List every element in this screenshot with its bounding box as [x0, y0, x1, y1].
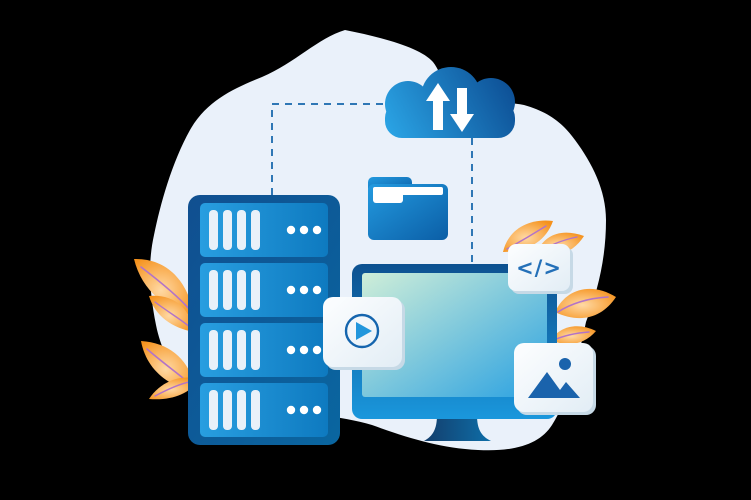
image-card [514, 343, 596, 415]
cloud-sync-icon [385, 67, 515, 138]
server-unit [200, 383, 328, 437]
monitor-icon [352, 264, 557, 441]
dashed-connector-server-cloud [271, 103, 400, 195]
play-icon [344, 313, 380, 349]
code-icon: </> [516, 256, 562, 280]
server-rack-icon [188, 195, 340, 445]
video-card [323, 297, 405, 370]
code-card: </> [508, 244, 573, 294]
image-icon [528, 358, 580, 398]
folder-icon [368, 177, 448, 240]
monitor-screen [362, 273, 547, 397]
leaf-decoration-right-middle [551, 288, 616, 345]
server-unit [200, 323, 328, 377]
download-arrow-icon [450, 88, 474, 132]
upload-arrow-icon [426, 83, 450, 130]
server-unit [200, 263, 328, 317]
leaf-decoration-left-upper [134, 258, 194, 332]
monitor-stand [424, 415, 491, 441]
server-unit [200, 203, 328, 257]
